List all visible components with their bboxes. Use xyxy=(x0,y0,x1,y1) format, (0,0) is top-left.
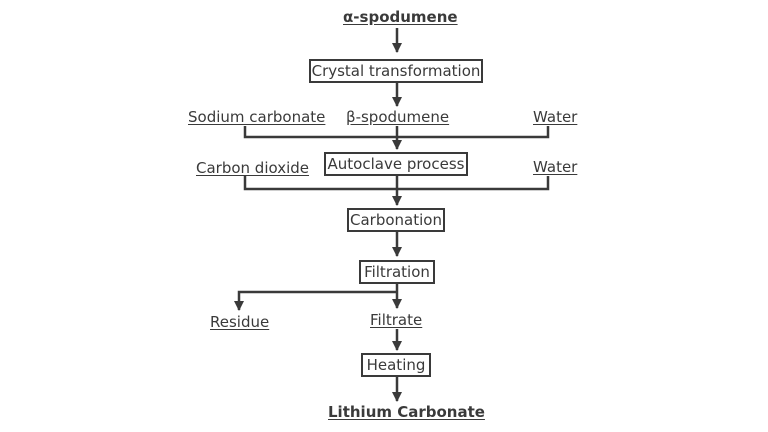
filtrate-label: Filtrate xyxy=(370,311,423,329)
carbon-dioxide-label: Carbon dioxide xyxy=(196,159,310,177)
autoclave-process-box: Autoclave process xyxy=(324,152,468,176)
carbonation-box: Carbonation xyxy=(347,208,445,232)
arrow-to-residue xyxy=(234,290,397,311)
sodium-carbonate-label: Sodium carbonate xyxy=(188,108,326,126)
start-material-label: α-spodumene xyxy=(343,8,458,26)
water-label-1: Water xyxy=(533,108,578,126)
residue-label: Residue xyxy=(210,313,270,331)
product-label: Lithium Carbonate xyxy=(328,403,485,421)
beta-spodumene-label: β-spodumene xyxy=(346,108,450,126)
water-label-2: Water xyxy=(533,158,578,176)
filtration-box: Filtration xyxy=(359,260,435,284)
crystal-transformation-box: Crystal transformation xyxy=(309,59,483,83)
heating-box: Heating xyxy=(361,353,431,377)
